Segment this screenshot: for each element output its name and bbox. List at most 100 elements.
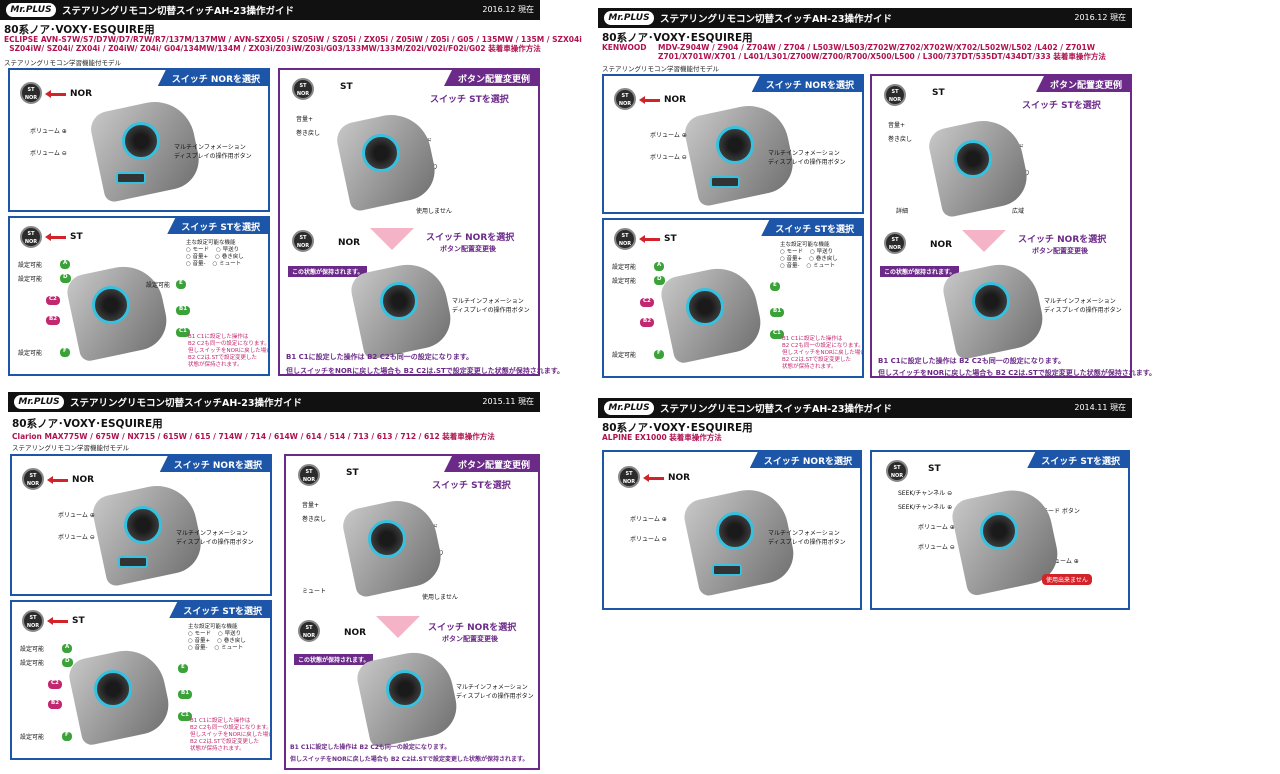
volume-up-label: ボリューム ⊕ [58, 512, 95, 519]
dpad-icon [386, 670, 424, 708]
pill-f: F [62, 732, 72, 741]
red-arrow-icon [45, 233, 66, 241]
settable-d-label: 設定可能 [20, 660, 45, 667]
pill-c1: C1 [176, 328, 190, 337]
down-arrow-icon [962, 230, 1006, 252]
volume-up-label: ボリューム ⊕ [650, 132, 687, 139]
settable-e-label: 設定可能 [146, 282, 171, 289]
learning-model-note: ステアリングリモコン学習機能付モデル [4, 59, 121, 67]
pill-e: E [770, 282, 780, 291]
pill-c2: C2 [46, 296, 60, 305]
settable-f-label: 設定可能 [20, 734, 45, 741]
nor-mode-label: NOR [930, 240, 953, 250]
pill-a: A [654, 262, 665, 271]
dpad-icon [686, 288, 724, 326]
dpad-icon [980, 512, 1018, 550]
dpad-icon [362, 134, 400, 172]
volume-up-right-label: ボリューム ⊕ [1042, 558, 1079, 565]
pill-c1: C1 [178, 712, 192, 721]
pill-e: E [176, 280, 186, 289]
multi-info-label: マルチインフォメーション ディスプレイの操作用ボタン [174, 144, 252, 160]
nor-caption: スイッチ NORを選択 [428, 623, 517, 633]
settable-d-label: 設定可能 [612, 278, 637, 285]
multi-info-label: マルチインフォメーション ディスプレイの操作用ボタン [1044, 298, 1122, 314]
keep-state-badge: この状態が保持されます。 [288, 266, 368, 277]
settable-f-label: 設定可能 [612, 352, 637, 359]
pill-b2: B2 [48, 700, 63, 709]
vehicle-heading: 80系ノア･VOXY･ESQUIRE用 [602, 32, 753, 44]
dpad-icon [954, 140, 992, 178]
settable-functions-list: 主な設定可能な機能 ○ モード ○ 早送り ○ 音量+ ○ 巻き戻し ○ 音量-… [186, 240, 244, 267]
guide-sheet-clarion: Mr.PLUS ステアリングリモコン切替スイッチAH-23操作ガイド 2015.… [8, 392, 540, 772]
unused-label: 使用しません [422, 594, 458, 601]
red-arrow-icon [47, 476, 68, 484]
seek-down-label: SEEK/チャンネル ⊕ [898, 504, 953, 511]
keep-state-badge: この状態が保持されます。 [294, 654, 374, 665]
pill-a: A [62, 644, 73, 653]
footer-note-2: 但しスイッチをNORに戻した場合も B2 C2は.STで設定変更した状態が保持さ… [290, 756, 529, 763]
pill-c2: C2 [640, 298, 654, 307]
pill-b1: B1 [770, 308, 785, 317]
guide-sheet-kenwood: Mr.PLUS ステアリングリモコン切替スイッチAH-23操作ガイド 2016.… [598, 8, 1156, 380]
nor-panel-title: スイッチ NORを選択 [157, 70, 268, 86]
title-bar: Mr.PLUS ステアリングリモコン切替スイッチAH-23操作ガイド 2015.… [8, 392, 540, 412]
rewind-label: 巻き戻し [888, 136, 913, 143]
title-bar: Mr.PLUS ステアリングリモコン切替スイッチAH-23操作ガイド 2016.… [0, 0, 540, 20]
pill-f: F [654, 350, 664, 359]
pill-b2: B2 [46, 316, 61, 325]
footer-note-2: 但しスイッチをNORに戻した場合も B2 C2は.STで設定変更した状態が保持さ… [286, 367, 565, 375]
example-panel-title: ボタン配置変更例 [1035, 76, 1130, 92]
nor-caption-after: ボタン配置変更後 [440, 245, 496, 253]
nor-caption: スイッチ NORを選択 [1018, 235, 1107, 245]
vol-up-label: 音量+ [888, 122, 906, 129]
settable-functions-list: 主な設定可能な機能 ○ モード ○ 早送り ○ 音量+ ○ 巻き戻し ○ 音量-… [780, 242, 838, 269]
volume-down-label: ボリューム ⊖ [630, 536, 667, 543]
st-caption: スイッチ STを選択 [432, 481, 511, 491]
settable-a-label: 設定可能 [612, 264, 637, 271]
guide-title: ステアリングリモコン切替スイッチAH-23操作ガイド [62, 6, 294, 17]
footer-note-1: B1 C1に設定した操作は B2 C2も同一の設定になります。 [286, 353, 474, 361]
st-mode-label: ST [340, 82, 353, 92]
red-arrow-icon [45, 90, 66, 98]
vehicle-heading: 80系ノア･VOXY･ESQUIRE用 [602, 422, 753, 434]
dpad-icon [122, 122, 160, 160]
back-button-icon [118, 556, 148, 568]
multi-info-label: マルチインフォメーション ディスプレイの操作用ボタン [456, 684, 534, 700]
detail-label: 詳細 [896, 208, 909, 215]
mrplus-logo: Mr.PLUS [604, 11, 654, 25]
dpad-icon [92, 286, 130, 324]
nor-caption: スイッチ NORを選択 [426, 233, 515, 243]
back-button-icon [712, 564, 742, 576]
vehicle-heading: 80系ノア･VOXY･ESQUIRE用 [12, 418, 163, 430]
settable-d-label: 設定可能 [18, 276, 43, 283]
red-arrow-icon [643, 474, 664, 482]
compatible-models: KENWOOD [602, 43, 647, 52]
st-mode-label: ST [72, 616, 85, 626]
rewind-label: 巻き戻し [296, 130, 321, 137]
guide-title: ステアリングリモコン切替スイッチAH-23操作ガイド [70, 398, 302, 409]
pill-d: D [60, 274, 71, 283]
dpad-icon [716, 126, 754, 164]
nor-mode-label: NOR [338, 238, 361, 248]
volume-down-label: ボリューム ⊖ [918, 544, 955, 551]
red-arrow-icon [639, 96, 660, 104]
settable-f-label: 設定可能 [18, 350, 43, 357]
volume-down-label: ボリューム ⊖ [30, 150, 67, 157]
st-caption: スイッチ STを選択 [430, 95, 509, 105]
